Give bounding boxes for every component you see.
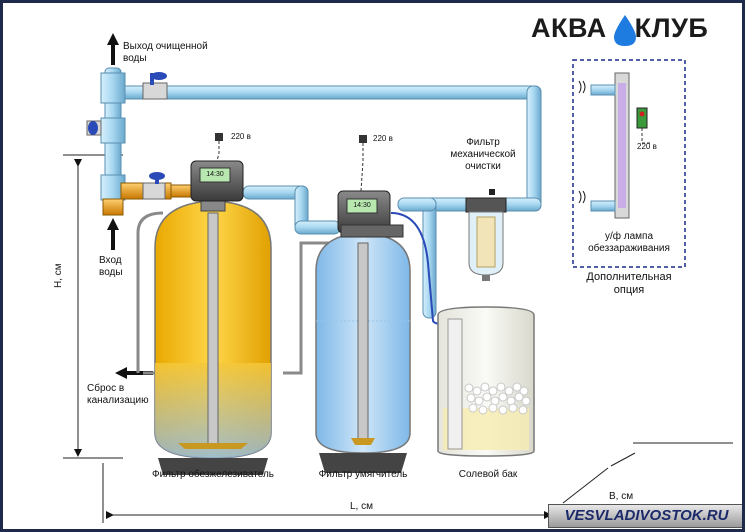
diagram-graphics <box>63 15 733 523</box>
outlet-pipe <box>112 85 542 319</box>
display-softener: 14:30 <box>353 202 371 209</box>
outlet-label: Выход очищенной воды <box>123 41 208 64</box>
mech-filter-label: Фильтр механической очистки <box>450 137 516 172</box>
softener-control-head <box>337 135 404 238</box>
iron-filter-tank <box>154 194 272 475</box>
length-label: L, см <box>350 501 373 512</box>
softener-label: Фильтр умягчитель <box>318 469 408 480</box>
uv-lamp-label: у/ф лампа обеззараживания <box>588 231 670 254</box>
bypass-manifold <box>86 67 194 216</box>
iron-control-head <box>190 133 244 202</box>
drain-label: Сброс в канализацию <box>87 383 149 406</box>
salt-tank <box>437 306 535 457</box>
height-label: H, см <box>53 263 64 288</box>
optional-label: Дополнительная опция <box>586 271 672 296</box>
display-iron: 14:30 <box>206 171 224 178</box>
voltage-label-1: 220 в <box>231 132 251 141</box>
softener-tank <box>315 232 411 473</box>
iron-filter-label: Фильтр обезжелезиватель <box>151 469 275 480</box>
brand-right: КЛУБ <box>634 13 709 43</box>
connector-pipe <box>242 185 437 235</box>
inlet-label: Вход воды <box>99 255 123 278</box>
width-label: B, см <box>609 491 634 502</box>
uv-lamp-option <box>572 59 686 268</box>
brand-logo: АКВА КЛУБ <box>531 13 721 49</box>
mechanical-filter <box>465 189 507 281</box>
flow-arrows <box>107 33 153 379</box>
brand-left: АКВА <box>531 13 607 43</box>
watermark: VESVLADIVOSTOK.RU <box>548 504 742 528</box>
dimension-lines <box>63 154 733 523</box>
logo-drop-icon <box>614 15 636 46</box>
voltage-label-2: 220 в <box>373 134 393 143</box>
voltage-label-3: 220 в <box>637 142 657 151</box>
salt-tank-label: Солевой бак <box>458 469 518 480</box>
